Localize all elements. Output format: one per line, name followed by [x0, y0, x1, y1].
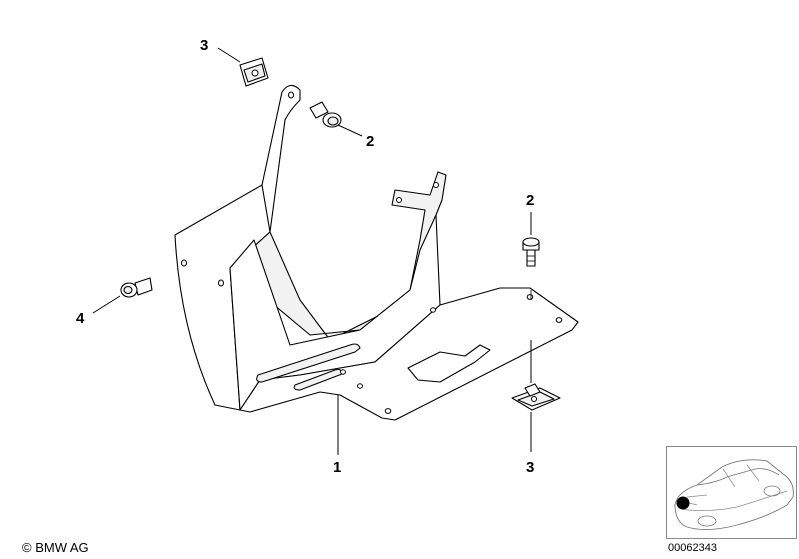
callout-2-top: 2	[366, 133, 374, 150]
car-silhouette-icon	[674, 459, 794, 530]
bolt-right[interactable]	[522, 237, 540, 267]
vehicle-location-thumbnail	[666, 446, 797, 539]
callout-3-bottom: 3	[526, 459, 534, 476]
copyright-symbol: ©	[22, 540, 32, 555]
clip-nut-top[interactable]	[239, 57, 269, 87]
callout-4: 4	[76, 310, 85, 327]
location-marker-icon	[676, 496, 690, 510]
bolt-side[interactable]	[120, 277, 153, 298]
bolt-top[interactable]	[309, 101, 342, 128]
bracket-part-1[interactable]	[174, 84, 579, 421]
leader-2-top	[337, 124, 363, 137]
clip-nut-bottom[interactable]	[511, 383, 561, 411]
copyright-notice: © BMW AG	[22, 540, 89, 555]
callout-2-right: 2	[526, 192, 534, 209]
callout-1: 1	[333, 459, 341, 476]
leader-3-top	[217, 47, 241, 63]
copyright-text: BMW AG	[35, 540, 89, 555]
diagram-number: 00062343	[668, 542, 717, 554]
leader-4	[92, 295, 121, 314]
callout-3-top: 3	[200, 37, 208, 54]
